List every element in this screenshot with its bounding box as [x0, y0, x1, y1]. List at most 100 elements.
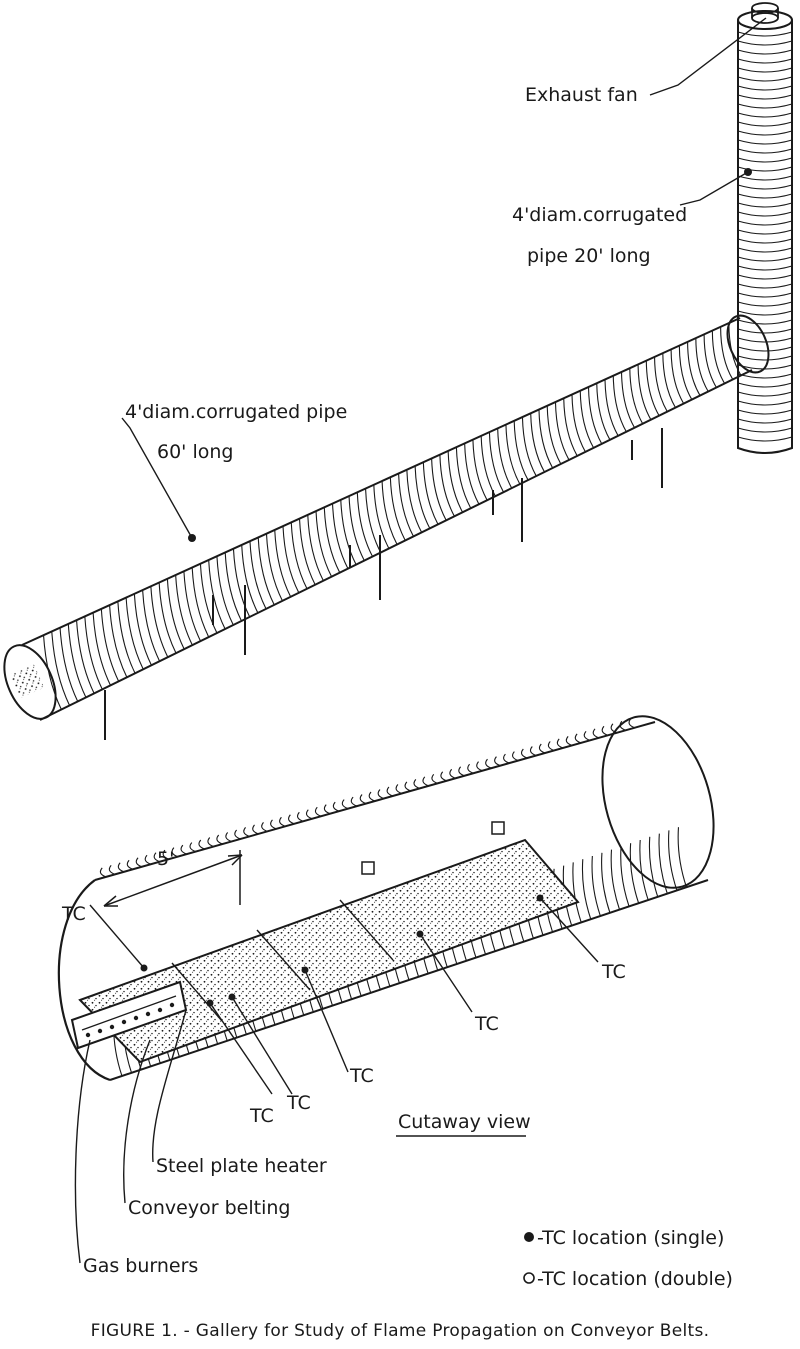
- corrugation-rib: [737, 418, 793, 424]
- corrugation-rib: [307, 514, 324, 581]
- corrugation-rib: [505, 424, 521, 485]
- corrugation-rib: [737, 337, 793, 343]
- corrugation-rib: [447, 450, 464, 513]
- corrugation-rib: [455, 447, 472, 509]
- corrugation-rib: [574, 733, 630, 907]
- corrugation-rib: [274, 529, 292, 598]
- corrugation-rib: [737, 58, 793, 64]
- label-tc-bottom-left: TC: [249, 1105, 274, 1127]
- corrugation-rib: [737, 373, 793, 379]
- corrugation-rib: [737, 112, 793, 118]
- corrugation-rib: [488, 432, 504, 493]
- gas-burners: [85, 1002, 175, 1038]
- corrugation-rib: [711, 330, 726, 384]
- corrugation-rib: [513, 420, 529, 481]
- corrugation-rib: [662, 353, 676, 408]
- label-gas-burners: Gas burners: [83, 1255, 198, 1277]
- corrugation-rib: [737, 130, 793, 136]
- corrugation-rib: [737, 265, 793, 271]
- corrugation-rib: [216, 556, 234, 626]
- horizontal-pipe: [3, 314, 770, 721]
- conveyor-belt: [78, 838, 580, 1064]
- label-tc-left: TC: [61, 903, 86, 925]
- corrugation-rib: [84, 616, 103, 690]
- corrugation-rib: [563, 398, 578, 457]
- corrugation-rib: [629, 368, 644, 424]
- corrugation-rib: [737, 121, 793, 127]
- label-steel-plate-heater: Steel plate heater: [156, 1155, 327, 1177]
- corrugation-rib: [175, 574, 193, 646]
- corrugation-rib: [620, 371, 635, 429]
- corrugation-rib: [571, 394, 586, 453]
- corrugation-rib: [737, 40, 793, 46]
- corrugation-rib: [365, 488, 382, 553]
- corrugation-rib: [142, 590, 161, 662]
- label-tc-mid: TC: [474, 1013, 499, 1035]
- corrugation-rib: [166, 578, 185, 650]
- corrugation-rib: [348, 496, 365, 561]
- corrugation-rib: [737, 184, 793, 190]
- corrugation-rib: [737, 274, 793, 280]
- corrugation-rib: [737, 94, 793, 100]
- corrugation-rib: [579, 390, 595, 449]
- corrugation-rib: [464, 443, 480, 505]
- label-horizontal-pipe-line2: 60' long: [157, 441, 233, 463]
- corrugation-rib: [109, 605, 128, 678]
- corrugation-rib: [687, 341, 701, 396]
- vertical-pipe: [737, 10, 793, 454]
- corrugation-rib: [76, 620, 95, 694]
- corrugation-rib: [737, 436, 793, 442]
- corrugation-rib: [628, 718, 687, 888]
- label-horizontal-pipe-line1: 4'diam.corrugated pipe: [125, 401, 347, 423]
- corrugation-rib: [596, 383, 611, 441]
- corrugation-rib: [265, 533, 283, 602]
- corrugation-rib: [737, 310, 793, 316]
- label-tc-bottom-right: TC: [286, 1092, 311, 1114]
- corrugation-rib: [422, 462, 439, 525]
- corrugation-rib: [737, 157, 793, 163]
- corrugation-rib: [241, 544, 259, 614]
- corrugation-rib: [497, 428, 513, 489]
- corrugation-rib: [331, 503, 349, 569]
- corrugation-rib: [737, 31, 793, 37]
- legend-single: -TC location (single): [537, 1227, 724, 1249]
- corrugation-rib: [431, 458, 447, 521]
- corrugation-rib: [737, 346, 793, 352]
- corrugation-rib: [546, 405, 562, 465]
- corrugation-rib: [92, 612, 111, 686]
- corrugation-rib: [670, 349, 685, 404]
- corrugation-rib: [610, 723, 668, 894]
- corrugation-rib: [737, 202, 793, 208]
- corrugation-rib: [737, 328, 793, 334]
- corrugation-rib: [737, 166, 793, 172]
- corrugation-rib: [737, 139, 793, 145]
- corrugation-rib: [183, 571, 202, 642]
- corrugation-rib: [737, 355, 793, 361]
- corrugation-rib: [59, 627, 79, 702]
- corrugation-rib: [695, 338, 709, 392]
- corrugation-rib: [556, 738, 611, 913]
- corrugation-rib: [133, 593, 152, 666]
- corrugation-rib: [538, 409, 554, 469]
- corrugation-rib: [737, 409, 793, 415]
- corrugation-rib: [565, 736, 621, 910]
- corrugation-rib: [737, 238, 793, 244]
- corrugation-rib: [150, 586, 169, 658]
- corrugation-rib: [737, 220, 793, 226]
- corrugation-rib: [414, 465, 431, 529]
- corrugation-rib: [340, 499, 357, 565]
- legend-double-marker: [523, 1272, 535, 1284]
- corrugation-rib: [530, 413, 545, 473]
- corrugation-rib: [529, 746, 582, 923]
- corrugation-rib: [737, 427, 793, 433]
- label-tc-lower: TC: [349, 1065, 374, 1087]
- corrugation-rib: [373, 484, 390, 549]
- corrugation-rib: [654, 356, 668, 412]
- corrugation-rib: [737, 148, 793, 154]
- corrugation-rib: [619, 720, 678, 891]
- exhaust-fan: [751, 2, 779, 24]
- corrugation-rib: [389, 477, 406, 541]
- corrugation-rib: [737, 319, 793, 325]
- corrugation-rib: [257, 537, 275, 606]
- corrugation-rib: [199, 563, 218, 634]
